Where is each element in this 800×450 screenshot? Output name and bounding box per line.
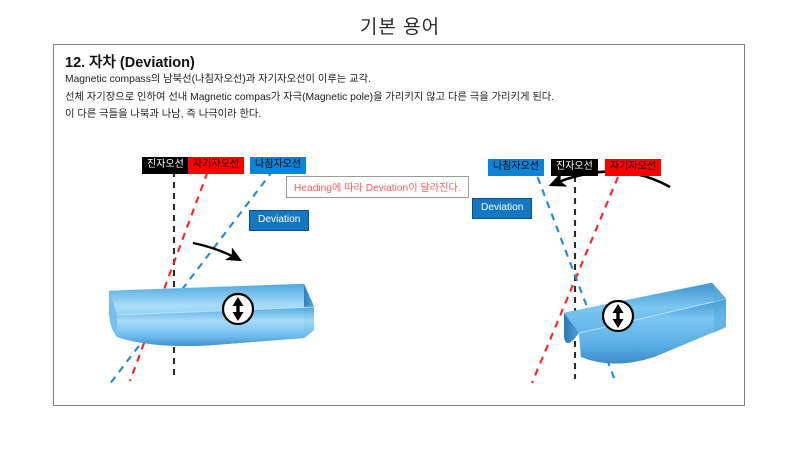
body-line-2: 선체 자기장으로 인하여 선내 Magnetic compas가 자극(Magn…	[65, 91, 555, 103]
body-line-3: 이 다른 극들을 나북과 나남, 즉 나극이라 한다.	[65, 109, 262, 120]
content-frame: 12. 자차 (Deviation) Magnetic compass의 남북선…	[53, 44, 745, 406]
left-ship-hull	[108, 283, 315, 346]
left-diagram-group	[108, 159, 315, 386]
section-heading: 12. 자차 (Deviation)	[65, 55, 195, 71]
body-line-1: Magnetic compass의 남북선(나침자오선)과 자기자오선이 이루는…	[65, 74, 371, 85]
right-magnetic-meridian-line	[531, 164, 624, 384]
left-compass-icon	[221, 292, 255, 326]
left-label-magnetic-meridian: 자기자오선	[188, 157, 244, 174]
diagram-canvas	[54, 45, 746, 407]
right-diagram-group	[531, 164, 727, 384]
left-deviation-arrow	[192, 241, 243, 262]
right-ship-hull	[563, 282, 727, 364]
right-deviation-box: Deviation	[472, 198, 533, 219]
left-magnetic-meridian-line	[129, 159, 213, 382]
right-label-compass-meridian: 나침자오선	[488, 159, 544, 176]
left-deviation-box: Deviation	[249, 210, 310, 231]
right-label-true-meridian: 진자오선	[551, 159, 598, 176]
callout-note: Heading에 따라 Deviation이 달라진다.	[286, 176, 469, 198]
right-label-magnetic-meridian: 자기자오선	[605, 159, 661, 176]
left-compass-meridian-line	[108, 159, 282, 386]
section-body: Magnetic compass의 남북선(나침자오선)과 자기자오선이 이루는…	[65, 71, 554, 124]
left-label-compass-meridian: 나침자오선	[250, 157, 306, 174]
page-title: 기본 용어	[359, 17, 441, 38]
right-compass-icon	[601, 299, 635, 333]
left-label-true-meridian: 진자오선	[142, 157, 189, 174]
